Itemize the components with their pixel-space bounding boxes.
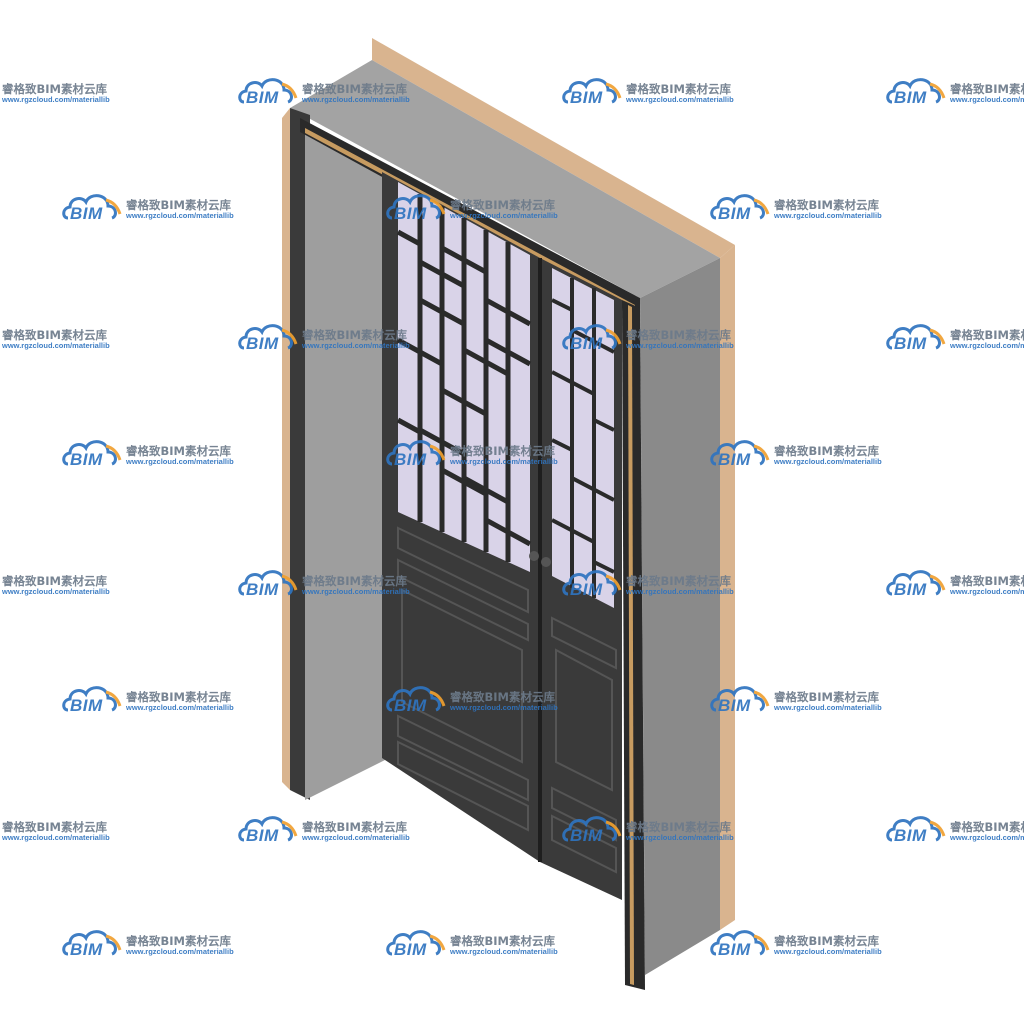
left-door-leaf [382, 172, 540, 862]
left-wall-face [305, 132, 385, 800]
wall-left-edge [282, 108, 290, 790]
door-handle-right [541, 557, 551, 567]
right-wall-face [640, 258, 720, 975]
door-handle-left [529, 551, 539, 561]
right-frame-post [622, 300, 645, 990]
right-door-leaf [540, 258, 622, 900]
right-wall-edge [720, 245, 735, 930]
wall-top-face [372, 38, 735, 258]
right-frame-trim [628, 305, 634, 985]
wall-top-slab [290, 60, 720, 298]
